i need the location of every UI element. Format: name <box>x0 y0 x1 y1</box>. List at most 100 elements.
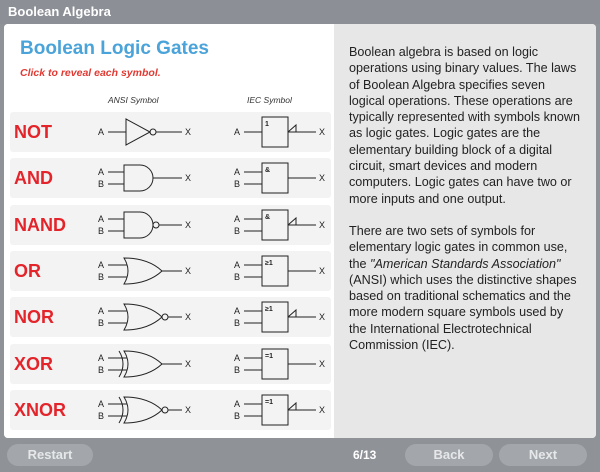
iec-output-label: X <box>319 312 325 322</box>
ansi-column-header: ANSI Symbol <box>108 95 159 105</box>
paragraph-2-emphasis: "American Standards Association" <box>370 256 561 271</box>
gates-panel: Boolean Logic Gates Click to reveal each… <box>4 24 334 438</box>
footer-bar: Restart 6/13 Back Next <box>0 438 600 472</box>
ansi-input-a-label: A <box>98 214 104 224</box>
paragraph-2-text-start: There are two sets of symbols for elemen… <box>349 223 568 271</box>
description-paragraph-2: There are two sets of symbols for elemen… <box>349 223 584 353</box>
iec-gate-symbol: & <box>265 214 270 221</box>
page-title: Boolean Logic Gates <box>20 38 209 59</box>
iec-output-label: X <box>319 220 325 230</box>
ansi-symbol-nand[interactable]: AB X <box>96 205 194 245</box>
ansi-output-label: X <box>185 220 191 230</box>
iec-symbol-and[interactable]: AB&X <box>232 158 330 198</box>
iec-input-b-label: B <box>234 365 240 375</box>
ansi-input-a-label: A <box>98 353 104 363</box>
ansi-output-label: X <box>185 127 191 137</box>
paragraph-2-text-end: (ANSI) which uses the distinctive shapes… <box>349 272 577 353</box>
iec-output-label: X <box>319 359 325 369</box>
content-frame: Boolean Logic Gates Click to reveal each… <box>4 24 596 438</box>
iec-symbol-xnor[interactable]: AB=1X <box>232 390 330 430</box>
iec-input-a-label: A <box>234 260 240 270</box>
ansi-input-a-label: A <box>98 260 104 270</box>
restart-button[interactable]: Restart <box>7 444 93 466</box>
gate-name: XOR <box>14 353 54 374</box>
ansi-gate-body <box>125 118 152 146</box>
iec-symbol-nand[interactable]: AB & X <box>232 205 330 245</box>
iec-symbol-or[interactable]: AB ≥1X <box>232 251 330 291</box>
iec-input-a-label: A <box>234 399 240 409</box>
ansi-symbol-or[interactable]: AB X <box>96 251 194 291</box>
ansi-output-label: X <box>185 266 191 276</box>
inversion-bubble <box>161 406 169 414</box>
ansi-gate-body <box>123 303 163 331</box>
ansi-input-a-label: A <box>98 306 104 316</box>
instruction-text: Click to reveal each symbol. <box>20 67 161 79</box>
window-title: Boolean Algebra <box>0 0 600 24</box>
iec-negation-indicator <box>287 401 297 411</box>
ansi-input-b-label: B <box>98 411 104 421</box>
description-panel: Boolean algebra is based on logic operat… <box>334 24 596 438</box>
iec-negation-indicator <box>287 216 297 225</box>
ansi-gate-body <box>123 211 154 239</box>
ansi-output-label: X <box>185 359 191 369</box>
next-button[interactable]: Next <box>499 444 587 466</box>
iec-negation-indicator <box>287 309 297 318</box>
iec-input-b-label: B <box>234 318 240 328</box>
ansi-symbol-and[interactable]: AB X <box>96 158 194 198</box>
iec-input-a-label: A <box>234 214 240 224</box>
description-paragraph-1: Boolean algebra is based on logic operat… <box>349 45 580 206</box>
iec-output-label: X <box>319 266 325 276</box>
iec-input-b-label: B <box>234 226 240 236</box>
ansi-input-b-label: B <box>98 226 104 236</box>
iec-input-a-label: A <box>234 353 240 363</box>
iec-output-label: X <box>319 173 325 183</box>
ansi-input-b-label: B <box>98 179 104 189</box>
inversion-bubble <box>161 313 169 321</box>
ansi-gate-body <box>123 257 163 285</box>
ansi-symbol-xor[interactable]: AB X <box>96 344 194 384</box>
ansi-input-a-label: A <box>98 127 104 137</box>
iec-input-a-label: A <box>234 306 240 316</box>
ansi-input-a-label: A <box>98 167 104 177</box>
gate-name: NOT <box>14 122 52 142</box>
ansi-gate-body <box>123 164 154 192</box>
ansi-gate-body <box>123 349 163 378</box>
iec-input-b-label: B <box>234 179 240 189</box>
gate-name: NOR <box>14 307 54 328</box>
iec-symbol-not[interactable]: A 1X <box>232 112 330 152</box>
iec-gate-symbol: ≥1 <box>265 260 273 267</box>
ansi-output-label: X <box>185 405 191 415</box>
gate-name: AND <box>14 168 53 189</box>
iec-input-b-label: B <box>234 272 240 282</box>
ansi-symbol-xnor[interactable]: ABX <box>96 390 194 430</box>
ansi-symbol-nor[interactable]: ABX <box>96 297 194 337</box>
iec-symbol-nor[interactable]: AB ≥1X <box>232 297 330 337</box>
inversion-bubble <box>152 221 160 229</box>
iec-output-label: X <box>319 127 325 137</box>
ansi-output-label: X <box>185 173 191 183</box>
iec-gate-symbol: ≥1 <box>265 306 273 313</box>
gate-name: NAND <box>14 214 66 235</box>
ansi-input-b-label: B <box>98 272 104 282</box>
iec-symbol-xor[interactable]: AB =1X <box>232 344 330 384</box>
iec-output-label: X <box>319 405 325 415</box>
iec-input-a-label: A <box>234 127 240 137</box>
iec-gate-symbol: & <box>265 167 270 174</box>
back-button[interactable]: Back <box>405 444 493 466</box>
ansi-input-b-label: B <box>98 365 104 375</box>
ansi-input-b-label: B <box>98 318 104 328</box>
iec-gate-symbol: 1 <box>265 121 269 128</box>
gate-name: OR <box>14 260 41 281</box>
iec-column-header: IEC Symbol <box>247 95 292 105</box>
iec-input-b-label: B <box>234 411 240 421</box>
iec-gate-symbol: =1 <box>265 353 273 360</box>
page-indicator: 6/13 <box>353 448 377 462</box>
